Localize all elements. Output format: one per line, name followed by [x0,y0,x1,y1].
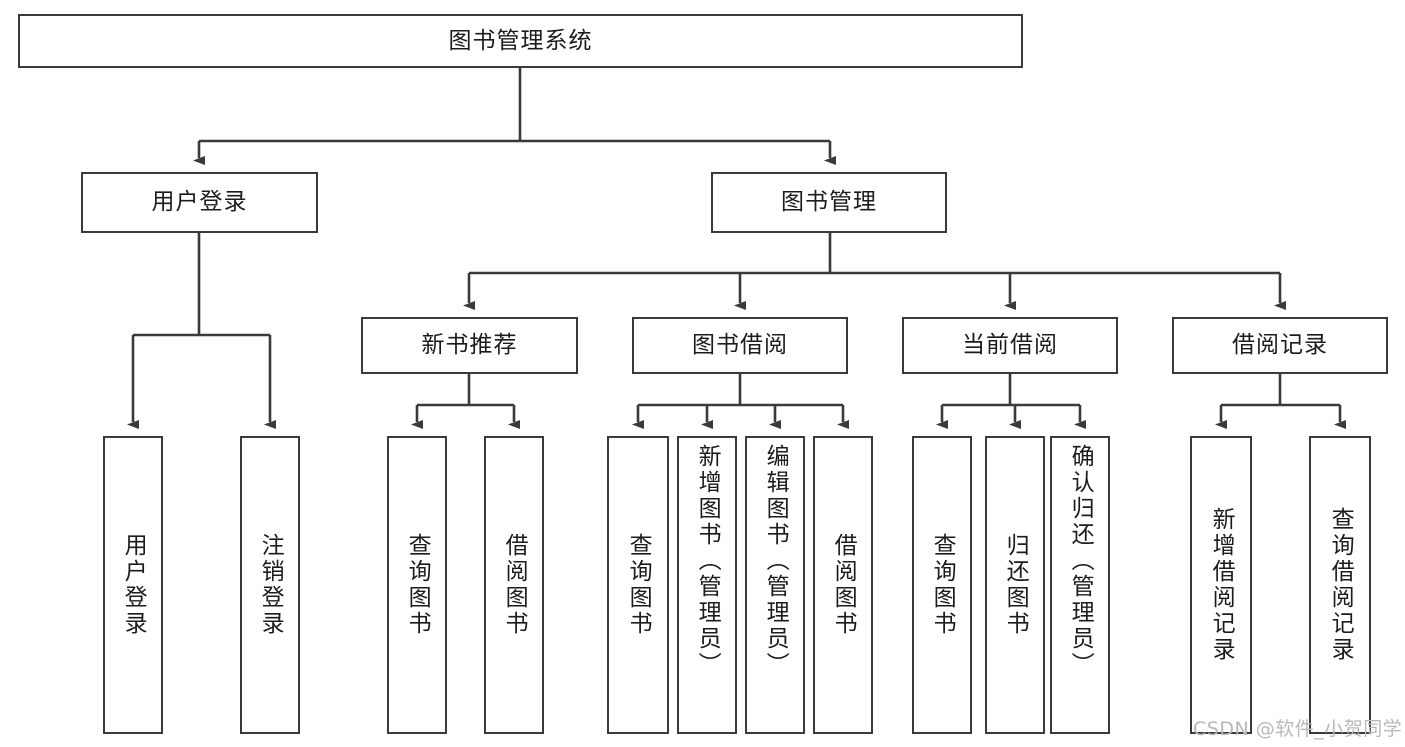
node-root-system[interactable]: 图书管理系统 [18,14,1023,68]
node-leaf-query-book-borrow[interactable]: 查询图书 [607,436,669,734]
node-label: 图书借阅 [692,332,788,359]
node-label: 用户登录 [120,533,147,637]
watermark-text: CSDN @软件_小贺同学 [1193,718,1403,740]
node-current-borrow[interactable]: 当前借阅 [902,317,1118,374]
node-user-login[interactable]: 用户登录 [81,172,318,233]
node-label: 查询图书 [625,533,652,637]
node-borrow-record[interactable]: 借阅记录 [1172,317,1388,374]
node-new-book-recommend[interactable]: 新书推荐 [361,317,578,374]
node-leaf-return-book[interactable]: 归还图书 [985,436,1045,734]
node-leaf-logout[interactable]: 注销登录 [240,436,300,734]
node-label: 借阅图书 [830,533,857,637]
node-book-management[interactable]: 图书管理 [711,172,947,233]
node-label: 注销登录 [257,533,284,637]
node-label: 查询借阅记录 [1327,507,1354,663]
node-label: 查询图书 [404,533,431,637]
node-label: 归还图书 [1002,533,1029,637]
node-leaf-borrow-book-new[interactable]: 借阅图书 [484,436,544,734]
node-label: 借阅记录 [1232,332,1328,359]
node-label: 用户登录 [151,189,248,216]
node-label: 新增借阅记录 [1208,507,1235,663]
node-leaf-query-book-new[interactable]: 查询图书 [387,436,447,734]
node-leaf-user-login[interactable]: 用户登录 [103,436,163,734]
node-leaf-query-borrow-record[interactable]: 查询借阅记录 [1309,436,1371,734]
node-label: 图书管理 [781,189,877,216]
node-leaf-query-book-current[interactable]: 查询图书 [912,436,972,734]
node-label: 新增图书（管理员） [694,444,721,678]
node-label: 编辑图书（管理员） [762,444,789,678]
node-leaf-add-borrow-record[interactable]: 新增借阅记录 [1190,436,1252,734]
node-book-borrow[interactable]: 图书借阅 [632,317,848,374]
node-label: 新书推荐 [421,332,518,359]
node-leaf-add-book-admin[interactable]: 新增图书（管理员） [677,436,737,734]
node-label: 当前借阅 [962,332,1058,359]
node-label: 借阅图书 [501,533,528,637]
node-label: 图书管理系统 [448,27,593,54]
node-label: 查询图书 [929,533,956,637]
node-leaf-borrow-book[interactable]: 借阅图书 [813,436,873,734]
node-leaf-edit-book-admin[interactable]: 编辑图书（管理员） [745,436,805,734]
node-leaf-confirm-return-admin[interactable]: 确认归还（管理员） [1050,436,1110,734]
node-label: 确认归还（管理员） [1067,444,1094,678]
